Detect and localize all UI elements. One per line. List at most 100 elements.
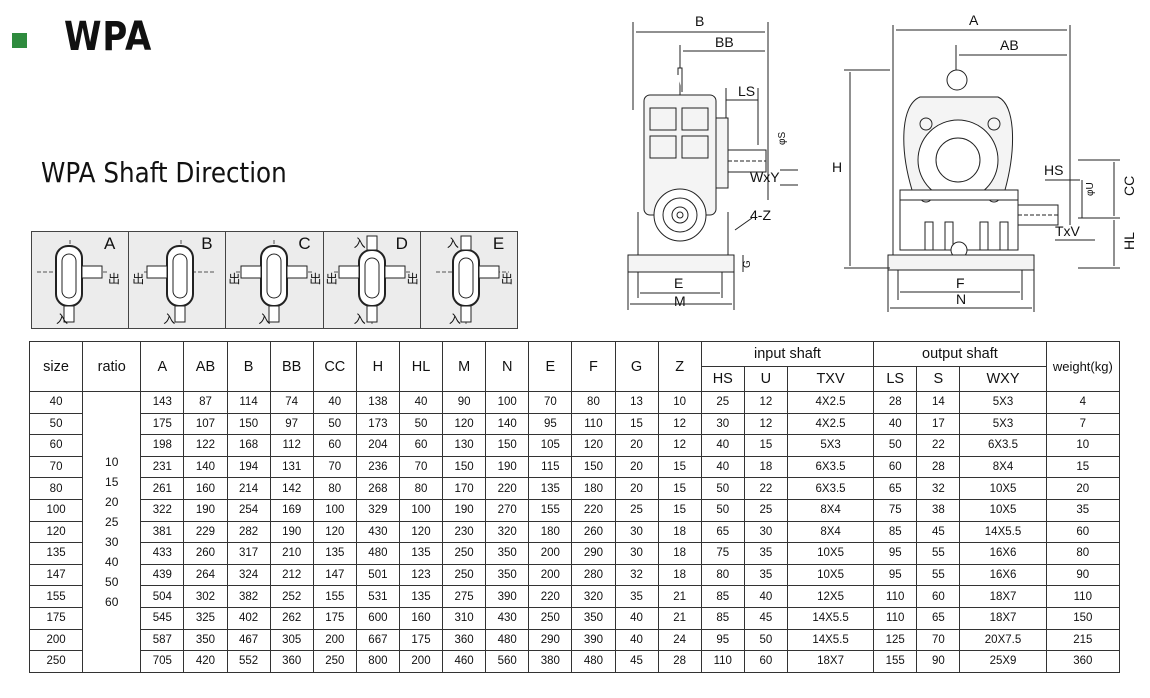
dim-label-g: G (742, 260, 753, 268)
table-cell: 320 (571, 585, 616, 608)
table-cell: 13 (614, 391, 659, 414)
table-cell: 28 (873, 391, 918, 414)
gearbox-dimension-drawings: B BB LS φS WxY 4-Z G E M H A AB HS φU CC… (627, 12, 1137, 312)
table-cell: 20X7.5 (959, 628, 1047, 652)
table-cell: 100 (398, 498, 444, 522)
table-cell: 190 (485, 455, 530, 479)
table-cell: 250 (312, 650, 357, 673)
table-cell: 22 (743, 477, 788, 500)
direction-label: 出 (132, 272, 145, 286)
table-cell: 70 (528, 391, 573, 414)
table-cell: 268 (355, 477, 400, 500)
table-cell: 107 (183, 412, 228, 436)
table-cell: 135 (312, 542, 357, 565)
table-cell: 545 (140, 606, 185, 630)
table-cell: 25 (614, 498, 659, 522)
table-cell: 155 (312, 585, 357, 608)
table-cell: 10X5 (959, 498, 1047, 522)
table-cell: 87 (183, 391, 228, 414)
table-cell: 135 (528, 477, 573, 500)
table-cell: 560 (485, 650, 530, 673)
header-input-shaft: input shaft (700, 341, 875, 367)
table-cell: 160 (183, 477, 228, 500)
table-cell: 50 (873, 434, 918, 457)
table-cell: 60 (916, 585, 961, 608)
dim-label-cc: CC (1121, 176, 1137, 196)
direction-label: 出 (500, 272, 513, 286)
table-cell: 25X9 (959, 650, 1047, 673)
table-cell: 200 (312, 628, 357, 652)
table-cell: 30 (614, 542, 659, 565)
table-cell: 6X3.5 (786, 455, 875, 479)
table-cell: 290 (528, 628, 573, 652)
table-cell: 150 (485, 434, 530, 457)
table-cell: 17 (916, 412, 961, 436)
table-cell: 65 (700, 520, 745, 544)
dim-label-u: φU (1085, 182, 1096, 196)
table-cell: 381 (140, 520, 185, 544)
table-cell: 480 (485, 628, 530, 652)
table-cell: 15 (657, 477, 702, 500)
direction-cell-d: D 入 出 出 入 (324, 232, 421, 328)
table-cell: 190 (442, 498, 487, 522)
table-cell: 25 (700, 391, 745, 414)
table-cell: 35 (1045, 498, 1121, 522)
table-cell: 200 (528, 563, 573, 587)
table-cell: 329 (355, 498, 400, 522)
table-cell: 236 (355, 455, 400, 479)
table-cell: 30 (614, 520, 659, 544)
table-cell: 260 (183, 542, 228, 565)
table-cell: 40 (743, 585, 788, 608)
cell-size: 200 (28, 628, 84, 652)
section-subtitle: WPA Shaft Direction (41, 156, 287, 189)
table-cell: 74 (269, 391, 314, 414)
table-cell: 200 (398, 650, 444, 673)
table-cell: 130 (442, 434, 487, 457)
table-cell: 480 (571, 650, 616, 673)
table-cell: 302 (183, 585, 228, 608)
table-cell: 18X7 (959, 606, 1047, 630)
table-cell: 85 (700, 606, 745, 630)
header-f: F (571, 341, 616, 392)
table-cell: 40 (700, 455, 745, 479)
table-cell: 143 (140, 391, 185, 414)
dim-label-b: B (695, 13, 704, 29)
table-cell: 390 (485, 585, 530, 608)
header-n: N (485, 341, 530, 392)
table-cell: 15 (614, 412, 659, 436)
table-cell: 5X3 (786, 434, 875, 457)
table-cell: 100 (485, 391, 530, 414)
cell-size: 80 (28, 477, 84, 500)
table-cell: 430 (485, 606, 530, 630)
table-cell: 7 (1045, 412, 1121, 436)
table-cell: 80 (700, 563, 745, 587)
table-cell: 382 (226, 585, 271, 608)
direction-cell-c: C 出 出 入 (226, 232, 324, 328)
table-cell: 115 (528, 455, 573, 479)
table-cell: 325 (183, 606, 228, 630)
table-cell: 15 (743, 434, 788, 457)
ratio-value: 25 (105, 514, 119, 529)
table-cell: 430 (355, 520, 400, 544)
table-cell: 12 (657, 434, 702, 457)
table-cell: 275 (442, 585, 487, 608)
table-cell: 40 (873, 412, 918, 436)
direction-label: 出 (325, 272, 338, 286)
header-ab: AB (183, 341, 228, 392)
table-cell: 280 (571, 563, 616, 587)
table-cell: 350 (485, 542, 530, 565)
table-cell: 173 (355, 412, 400, 436)
table-cell: 155 (873, 650, 918, 673)
table-cell: 220 (485, 477, 530, 500)
table-cell: 45 (743, 606, 788, 630)
table-cell: 142 (269, 477, 314, 500)
table-cell: 30 (700, 412, 745, 436)
table-cell: 18X7 (786, 650, 875, 673)
table-cell: 231 (140, 455, 185, 479)
table-cell: 50 (700, 477, 745, 500)
table-cell: 480 (355, 542, 400, 565)
table-cell: 97 (269, 412, 314, 436)
